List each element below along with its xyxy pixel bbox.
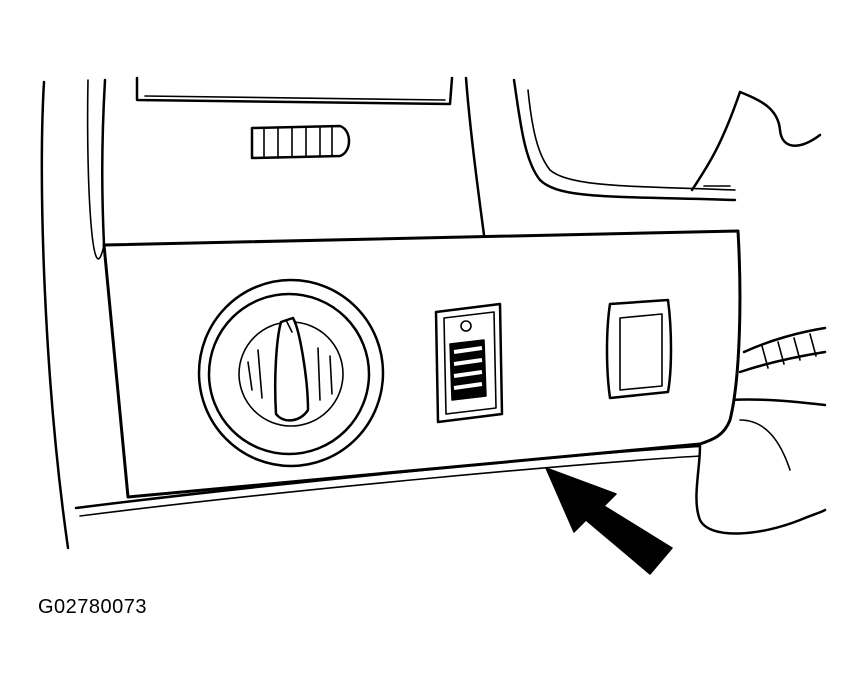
dimmer-thumbwheel bbox=[250, 124, 351, 160]
steering-column-region bbox=[695, 326, 827, 535]
headlamp-switch bbox=[197, 278, 385, 468]
rocker-switch bbox=[605, 298, 673, 400]
dimmer-switch bbox=[434, 302, 504, 424]
indicator-arrow bbox=[545, 467, 673, 575]
figure-code: G02780073 bbox=[38, 596, 148, 618]
